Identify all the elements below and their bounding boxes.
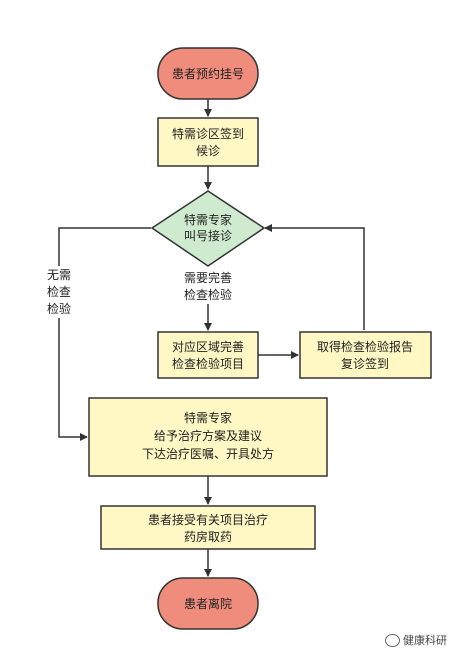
- node-start: 患者预约挂号: [157, 47, 259, 100]
- edge-report-call: [264, 224, 365, 330]
- edge-label-need-exam: 需要完善 检查检验: [170, 268, 246, 304]
- watermark: 健康科研: [385, 632, 447, 648]
- node-report-line-1: 取得检查检验报告: [317, 339, 413, 354]
- watermark-text: 健康科研: [403, 634, 447, 647]
- edge-label-no-exam: 无需 检查 检验: [36, 266, 82, 318]
- node-plan-line-1: 特需专家: [184, 410, 232, 425]
- node-register-line-2: 候诊: [196, 144, 220, 158]
- edge-label-no-exam-line-1: 无需: [47, 268, 71, 282]
- node-plan-line-2: 给予治疗方案及建议: [154, 428, 262, 443]
- node-exam-line-2: 检查检验项目: [172, 356, 244, 371]
- chat-bubble-icon: [385, 633, 400, 647]
- node-call-line-1: 特需专家: [184, 212, 232, 227]
- node-register-line-1: 特需诊区签到: [172, 126, 244, 141]
- node-start-line-1: 患者预约挂号: [172, 66, 244, 81]
- node-call-decision: 特需专家 叫号接诊: [150, 190, 266, 267]
- node-exam-line-1: 对应区域完善: [172, 339, 244, 354]
- node-accept: 患者接受有关项目治疗 药房取药: [100, 505, 316, 550]
- node-register: 特需诊区签到 候诊: [157, 117, 259, 167]
- node-report-line-2: 复诊签到: [341, 356, 389, 371]
- node-end-line-1: 患者离院: [184, 596, 232, 611]
- node-plan-line-3: 下达治疗医嘱、开具处方: [142, 446, 274, 461]
- edge-label-no-exam-line-2: 检查: [47, 284, 71, 299]
- node-accept-line-2: 药房取药: [184, 529, 232, 544]
- edge-label-need-exam-line-2: 检查检验: [184, 287, 232, 302]
- node-end: 患者离院: [157, 577, 259, 630]
- node-report: 取得检查检验报告 复诊签到: [299, 331, 432, 379]
- edge-label-need-exam-line-1: 需要完善: [184, 270, 232, 285]
- edge-label-no-exam-line-3: 检验: [47, 301, 71, 316]
- node-accept-line-1: 患者接受有关项目治疗: [148, 512, 268, 527]
- edge-call-plan: [58, 227, 151, 441]
- node-plan: 特需专家 给予治疗方案及建议 下达治疗医嘱、开具处方: [88, 397, 328, 477]
- node-call-line-2: 叫号接诊: [184, 228, 232, 243]
- node-exam: 对应区域完善 检查检验项目: [157, 331, 259, 379]
